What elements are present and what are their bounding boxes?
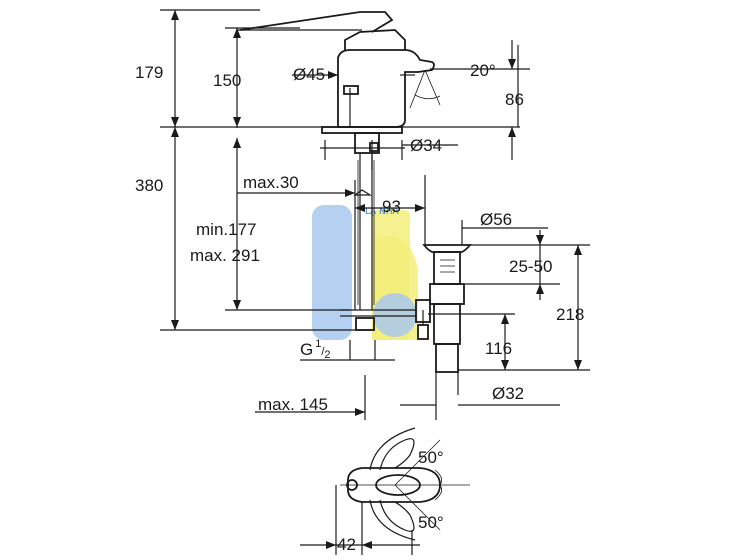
- mounting-shank: [320, 126, 405, 331]
- dim-max-291: max. 291: [190, 246, 260, 265]
- dim-angle-50-bottom: 50°: [418, 513, 444, 532]
- dim-min-177: min.177: [196, 220, 256, 239]
- dim-93: 93: [382, 197, 401, 216]
- dim-angle-20: 20°: [470, 61, 496, 80]
- dimension-lines: [171, 10, 590, 420]
- dim-42: 42: [337, 535, 356, 554]
- dim-angle-50-top: 50°: [418, 448, 444, 467]
- dim-150: 150: [213, 71, 241, 90]
- popup-waste: [340, 244, 472, 395]
- dim-25-50: 25-50: [509, 257, 552, 276]
- dimension-labels: 179 150 Ø45 20° 86 Ø34 380 max.30 93 Ø56…: [135, 61, 584, 554]
- dim-380: 380: [135, 176, 163, 195]
- dim-diameter-45: Ø45: [293, 65, 325, 84]
- reference-lines: [160, 9, 530, 331]
- dim-218: 218: [556, 305, 584, 324]
- watermark-logo: LẠ NHÀ: [312, 205, 418, 340]
- dim-diameter-32: Ø32: [492, 384, 524, 403]
- faucet-body: [236, 11, 441, 128]
- dim-max-30: max.30: [243, 173, 299, 192]
- dim-86: 86: [505, 90, 524, 109]
- dim-179: 179: [135, 63, 163, 82]
- dim-diameter-56: Ø56: [480, 210, 512, 229]
- dim-max-145: max. 145: [258, 395, 328, 414]
- dim-116: 116: [485, 339, 512, 358]
- dim-diameter-34: Ø34: [410, 136, 442, 155]
- plan-view: [300, 427, 470, 555]
